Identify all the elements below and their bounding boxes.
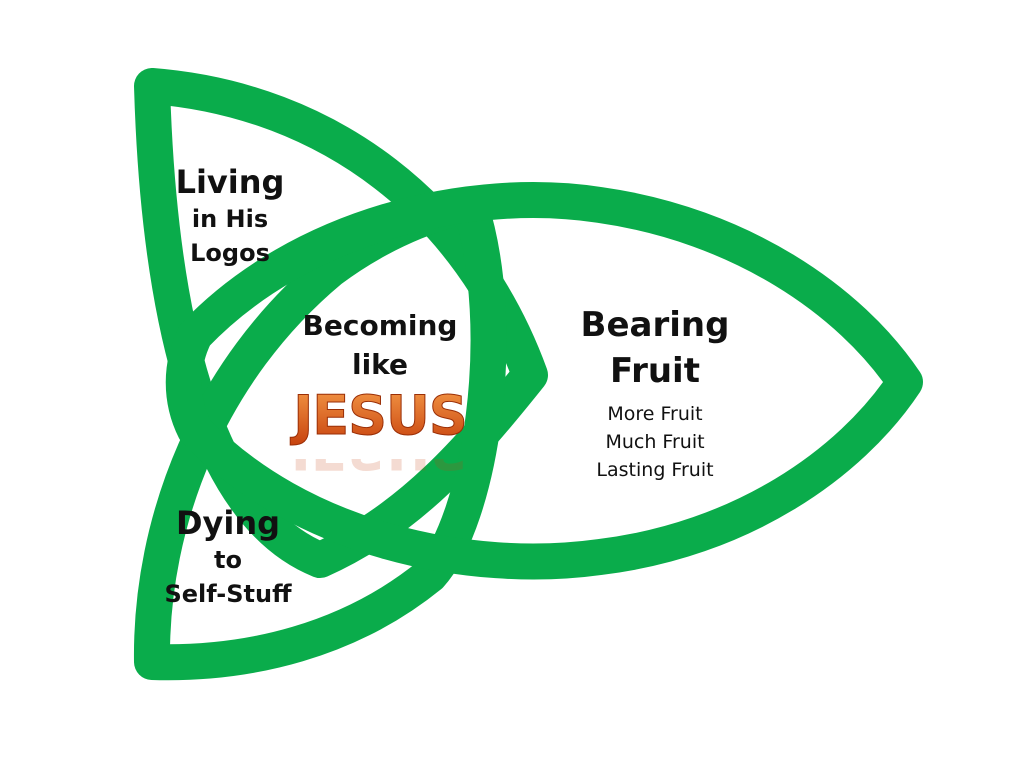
center-label-group: Becoming like JESUS JESUS [280, 306, 480, 481]
bearing-item: Lasting Fruit [596, 459, 714, 481]
center-line1: Becoming [302, 309, 458, 342]
right-petal-loop [165, 182, 923, 580]
bearing-title-line2: Fruit [610, 351, 700, 391]
jesus-text: JESUS [289, 384, 467, 446]
dying-line2: to [214, 546, 242, 574]
bearing-item: Much Fruit [605, 431, 705, 453]
living-line2: in His [191, 205, 269, 233]
living-title: Living [175, 163, 285, 201]
bearing-title-line1: Bearing [580, 305, 730, 345]
dying-line3: Self-Stuff [164, 580, 292, 608]
jesus-reflection: JESUS [280, 459, 480, 481]
living-line3: Logos [190, 239, 270, 267]
bearing-label-group: Bearing Fruit More Fruit Much Fruit Last… [560, 302, 750, 484]
jesus-text-graphic: JESUS [289, 384, 469, 448]
living-label-group: Living in His Logos [150, 162, 310, 270]
dying-label-group: Dying to Self-Stuff [148, 503, 308, 611]
center-line2: like [351, 348, 409, 381]
jesus-reflection-text: JESUS [287, 459, 470, 481]
bearing-item: More Fruit [607, 403, 703, 425]
jesus-highlight: JESUS [280, 384, 480, 459]
dying-title: Dying [175, 504, 281, 542]
